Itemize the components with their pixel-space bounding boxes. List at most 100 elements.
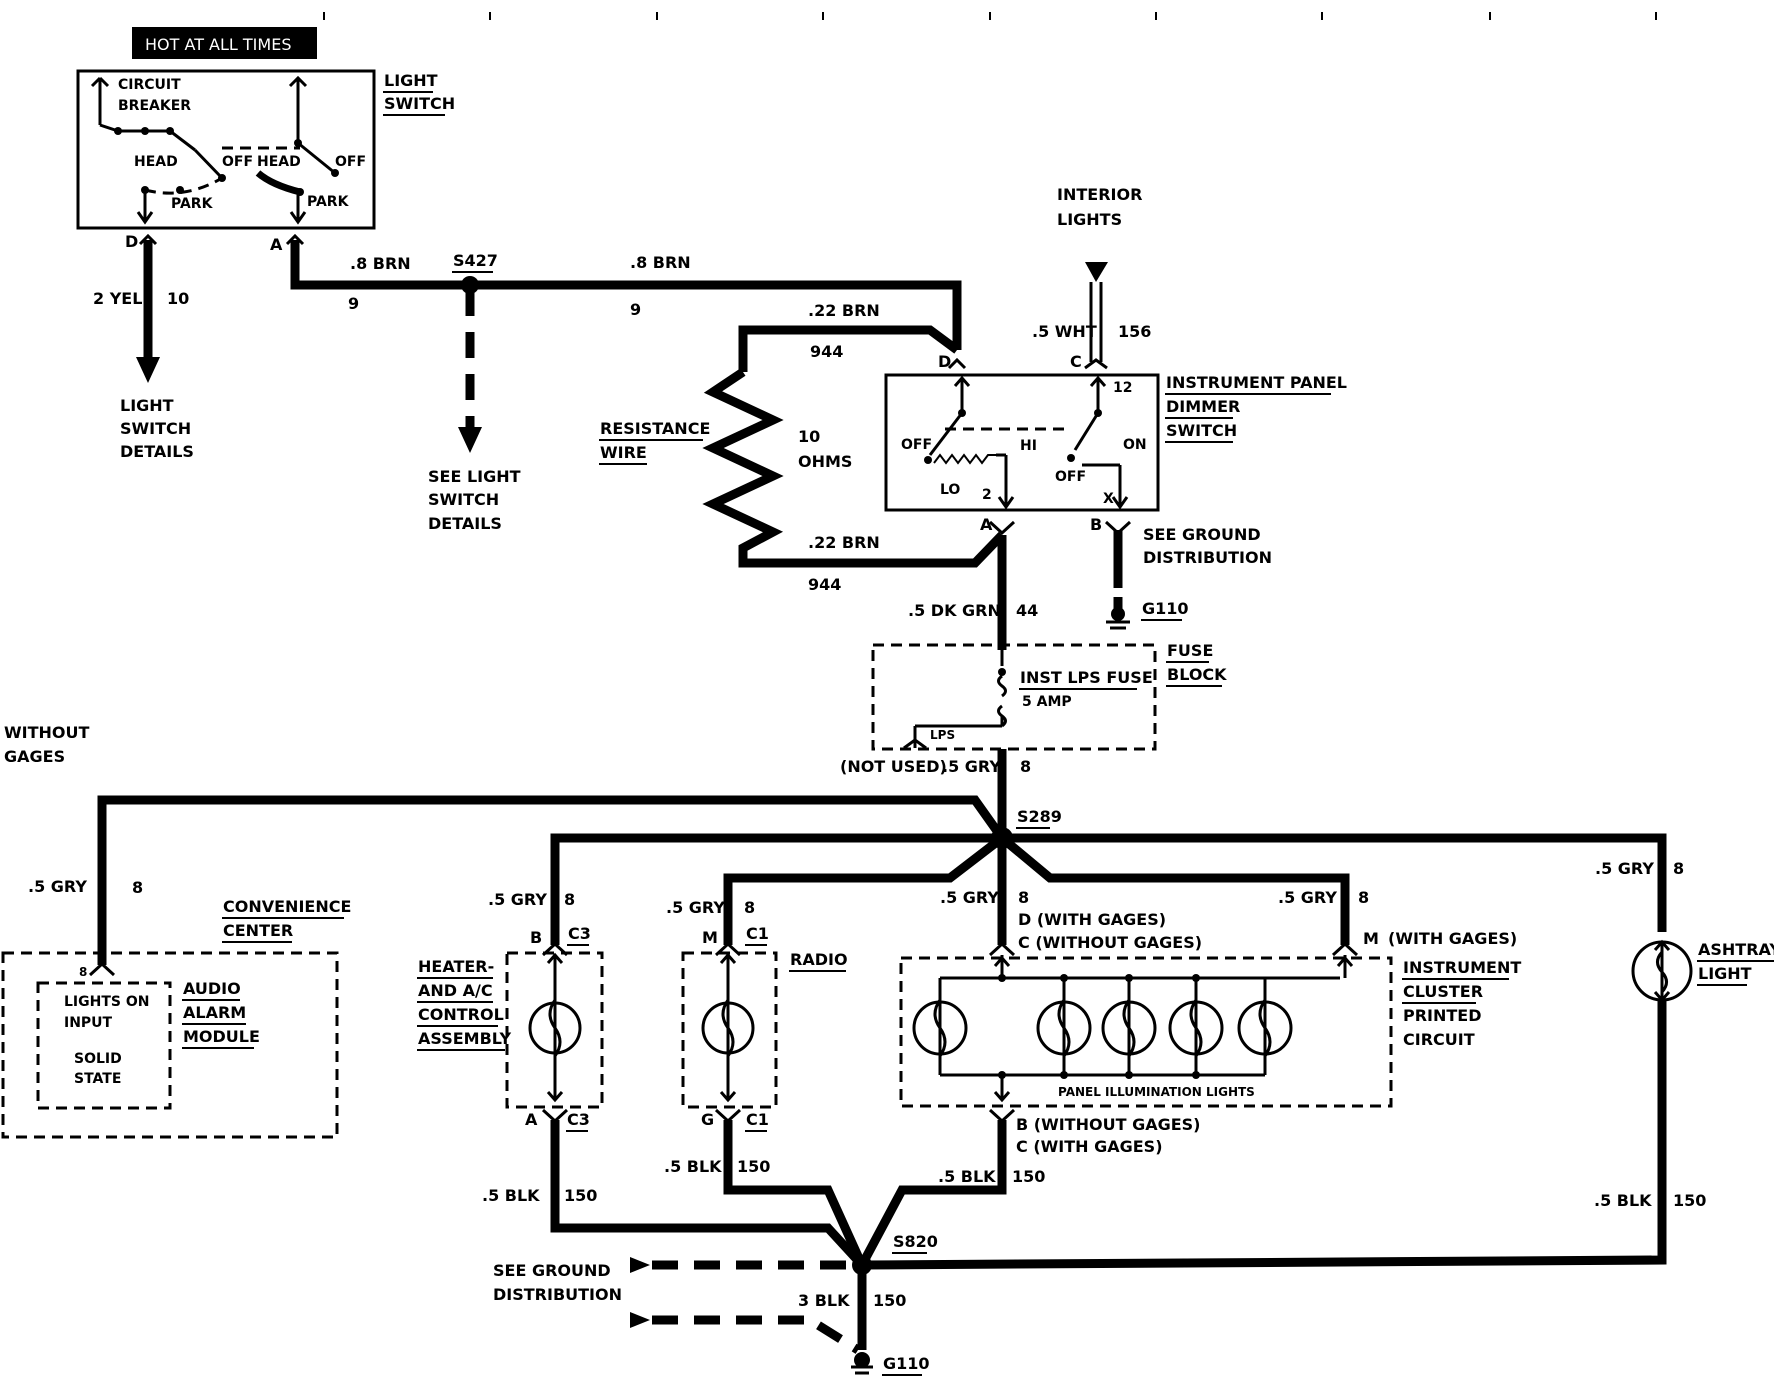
see-ground-bottom-2: DISTRIBUTION [493,1285,622,1304]
see-light-switch-1: SEE LIGHT [428,467,521,486]
heater-terminal-b: B [530,928,542,947]
park-label-right: PARK [307,194,350,210]
convenience-title-2: CENTER [223,921,293,940]
convenience-center-box [1,951,339,1139]
dimmer-title-3: SWITCH [1166,421,1237,440]
cluster-bottom-1: B (WITHOUT GAGES) [1016,1115,1200,1134]
ashtray-title-2: LIGHT [1698,964,1752,983]
g110-top-label: G110 [1142,599,1189,618]
see-ground-bottom-1: SEE GROUND [493,1261,611,1280]
hot-at-all-times-banner [132,27,317,59]
resistance-circuit-top: 944 [810,342,843,361]
light-switch-title-2: SWITCH [384,94,455,113]
dimmer-terminal-c: C [1070,352,1082,371]
cluster-gry-wire: .5 GRY [940,888,999,907]
light-switch-title-1: LIGHT [384,71,438,90]
light-switch-details-1: LIGHT [120,396,174,415]
resistance-value-2: OHMS [798,452,852,471]
instrument-cluster-box [899,956,1393,1108]
dimmer-off-left: OFF [901,437,932,453]
ashtray-blk-circuit: 150 [1673,1191,1706,1210]
audio-alarm-title-3: MODULE [183,1027,260,1046]
ground-dist-arrow-1 [630,1257,650,1273]
solid-state-1: SOLID [74,1051,122,1067]
instrument-panel-dimmer-switch [884,357,1160,512]
dimmer-off-right: OFF [1055,469,1086,485]
heater-gry-circuit: 8 [564,890,575,909]
dimmer-title-2: DIMMER [1166,397,1240,416]
conv-gry-wire: .5 GRY [28,877,87,896]
heater-gry-wire: .5 GRY [488,890,547,909]
dimmer-pin-x: X [1103,491,1114,507]
heater-conn-top: C3 [568,924,591,943]
radio-bulb-icon [701,1001,755,1055]
heater-title-1: HEATER- [418,957,494,976]
brn-wire-label-right: .8 BRN [630,253,691,272]
banner-text: HOT AT ALL TIMES [145,35,291,54]
heater-blk-wire: .5 BLK [482,1186,540,1205]
brn-circuit-label-left: 9 [348,294,359,313]
without-gages-1: WITHOUT [4,723,90,742]
heater-title-3: CONTROL [418,1005,504,1024]
dkgrn-circuit-label: 44 [1016,601,1038,620]
cluster-with-gages: (WITH GAGES) [1388,929,1517,948]
dimmer-terminal-d: D [938,352,951,371]
dimmer-hi: HI [1020,438,1037,454]
cluster-title-1: INSTRUMENT [1403,958,1521,977]
audio-alarm-title-1: AUDIO [183,979,241,998]
resistance-circuit-bottom: 944 [808,575,841,594]
radio-title: RADIO [790,950,848,969]
heater-blk-circuit: 150 [564,1186,597,1205]
panel-illumination-lights [912,974,1293,1079]
resistance-label-1: RESISTANCE [600,419,710,438]
dimmer-on: ON [1123,437,1147,453]
top-edge-ticks [323,12,1657,20]
audio-alarm-module-box [36,981,172,1110]
radio-box [681,951,778,1109]
heater-bulb-icon [528,1001,582,1055]
off-label-right: OFF [335,154,366,170]
without-gages-2: GAGES [4,747,65,766]
cluster-title-4: CIRCUIT [1403,1030,1475,1049]
radio-terminal-g: G [701,1110,714,1129]
heater-title-2: AND A/C [418,981,493,1000]
heater-ac-box [505,951,604,1109]
solid-state-2: STATE [74,1071,121,1087]
conv-gry-circuit: 8 [132,878,143,897]
resistance-wire-top: .22 BRN [808,301,880,320]
lights-on-input-2: INPUT [64,1015,113,1031]
yel-wire-label: 2 YEL [93,289,142,308]
heater-terminal-a: A [525,1110,538,1129]
dimmer-pin-2: 2 [982,487,992,503]
conv-pin-8: 8 [79,965,87,979]
resistance-value-1: 10 [798,427,820,446]
gry-wire-feed: .5 GRY [942,757,1001,776]
interior-lights-arrow [1085,262,1108,282]
dimmer-terminal-b: B [1090,515,1102,534]
arrow-down-light-switch-details [136,357,160,383]
ashtray-gry-circuit: 8 [1673,859,1684,878]
radio-blk-circuit: 150 [737,1157,770,1176]
g110-bottom-label: G110 [883,1354,930,1373]
dkgrn-wire-label: .5 DK GRN [908,601,1001,620]
fuse-symbol [997,650,1007,728]
see-light-switch-2: SWITCH [428,490,499,509]
lights-on-input-1: LIGHTS ON [64,994,149,1010]
cluster-gry-wire-right: .5 GRY [1278,888,1337,907]
gry-circuit-feed: 8 [1020,757,1031,776]
light-switch-terminal-a: A [270,235,283,254]
convenience-title-1: CONVENIENCE [223,897,351,916]
dimmer-title-1: INSTRUMENT PANEL [1166,373,1347,392]
fuse-block-box [871,643,1157,751]
wht-circuit-label: 156 [1118,322,1151,341]
radio-conn-bottom: C1 [746,1110,769,1129]
fuse-amp: 5 AMP [1022,694,1072,710]
cluster-blk-circuit: 150 [1012,1167,1045,1186]
interior-lights-1: INTERIOR [1057,185,1142,204]
off-label-left: OFF [222,154,253,170]
resistance-wire-bottom: .22 BRN [808,533,880,552]
dimmer-terminal-a: A [980,515,993,534]
head-label-right: HEAD [257,154,301,170]
brn-wire-label-left: .8 BRN [350,254,411,273]
radio-blk-wire: .5 BLK [664,1157,722,1176]
